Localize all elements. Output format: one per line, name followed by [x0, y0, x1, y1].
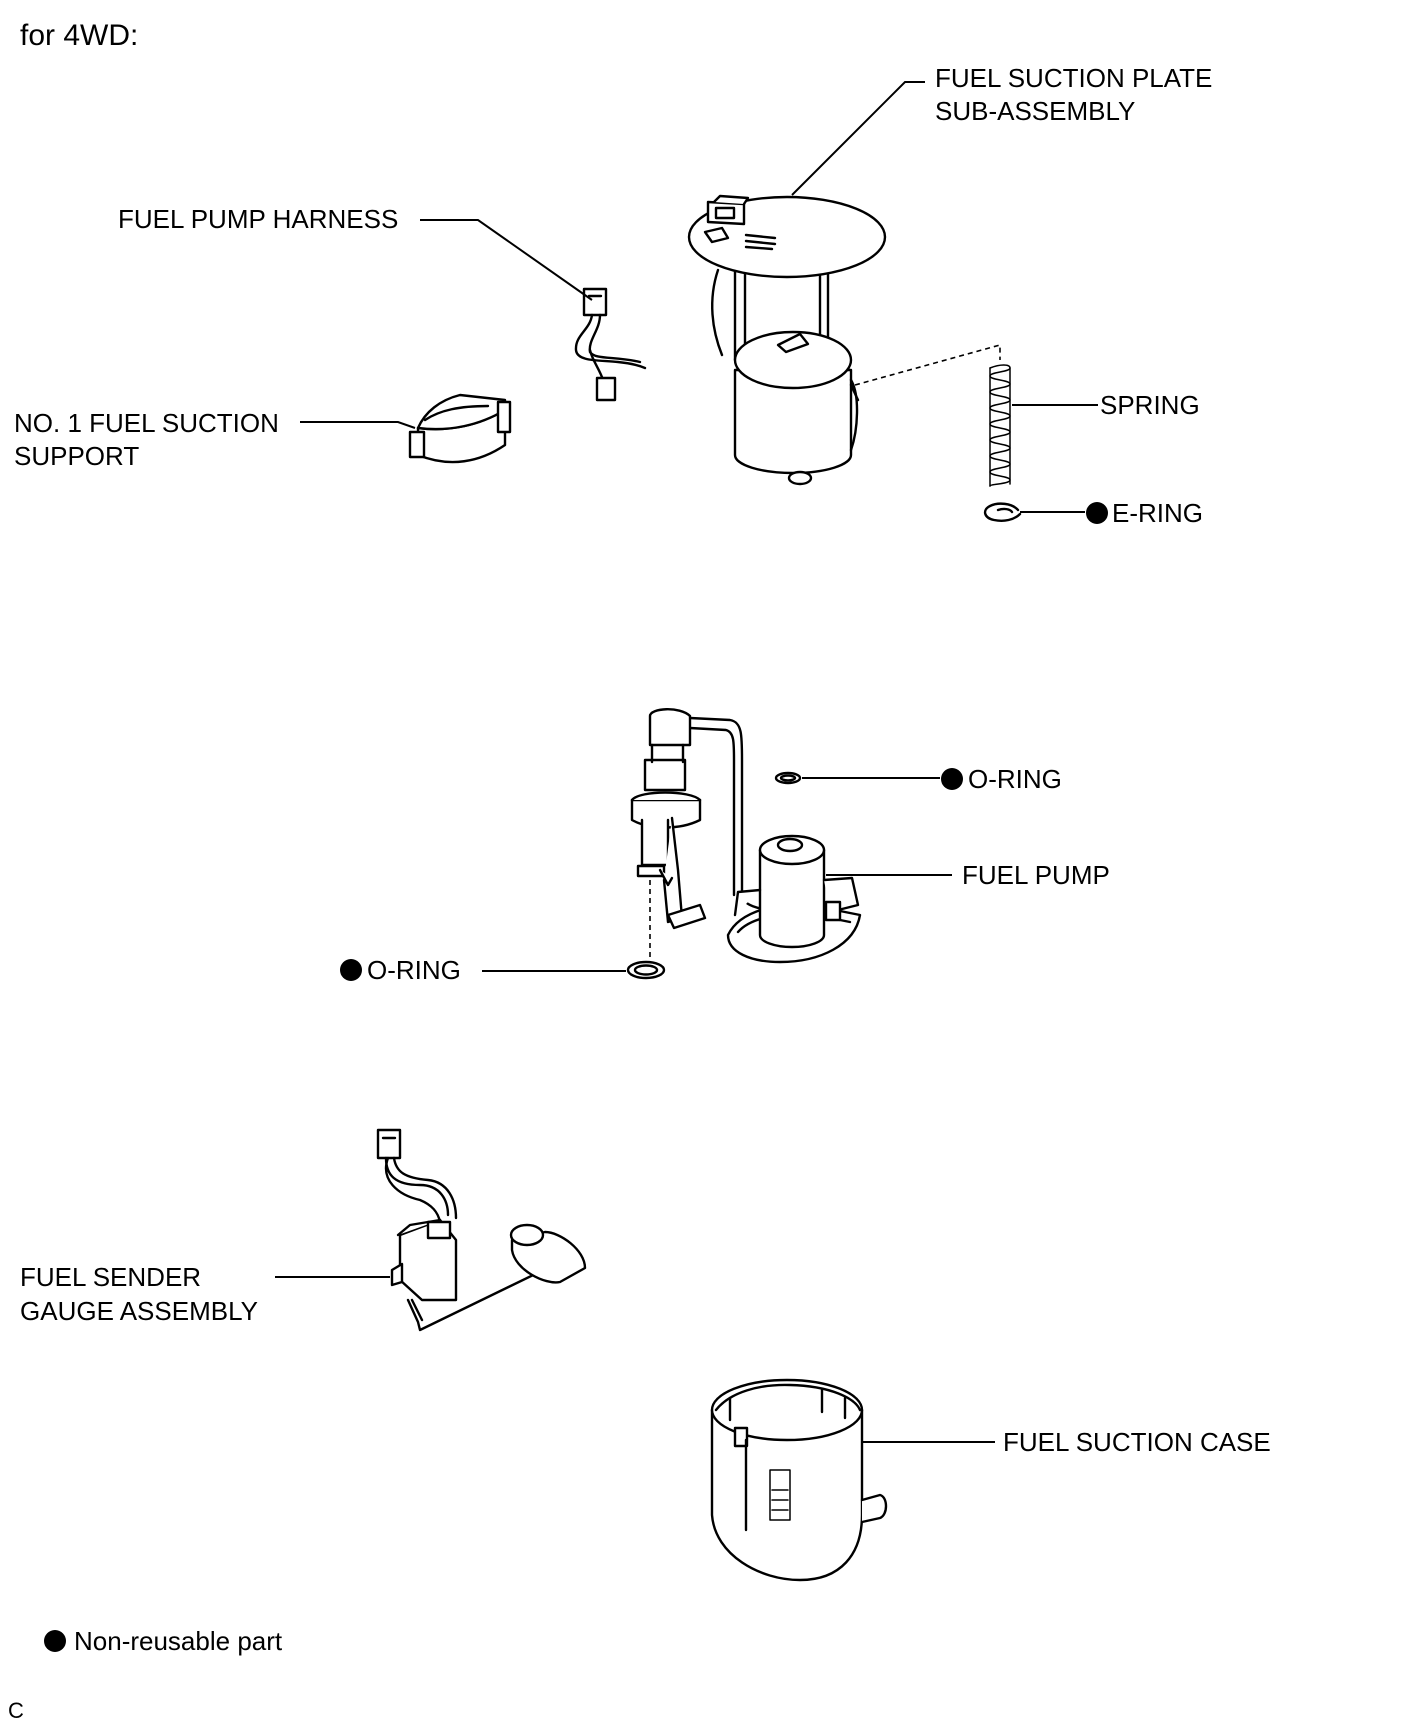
label-fuel-sender-gauge-line1: FUEL SENDER: [20, 1262, 201, 1292]
fuel-pump-harness-drawing: [574, 287, 647, 402]
legend-non-reusable-marker: [44, 1630, 66, 1652]
label-fuel-suction-plate-line1: FUEL SUCTION PLATE: [935, 63, 1212, 93]
no1-fuel-suction-support-drawing: [408, 393, 512, 464]
spring-alignment-dashed-line: [854, 343, 1001, 386]
label-fuel-pump: FUEL PUMP: [962, 860, 1110, 890]
label-spring: SPRING: [1100, 390, 1200, 420]
label-fuel-pump-harness: FUEL PUMP HARNESS: [118, 204, 398, 234]
spring-drawing: [989, 364, 1011, 487]
label-fuel-suction-case: FUEL SUCTION CASE: [1003, 1427, 1271, 1457]
label-fuel-sender-gauge-line2: GAUGE ASSEMBLY: [20, 1296, 258, 1326]
legend-non-reusable-text: Non-reusable part: [74, 1626, 283, 1656]
leader-harness: [420, 219, 593, 301]
leader-plate: [791, 81, 925, 196]
label-upper-o-ring: O-RING: [968, 764, 1062, 794]
leader-support: [300, 421, 416, 429]
upper-o-ring-drawing: [774, 771, 802, 785]
label-no1-fuel-suction-support-line1: NO. 1 FUEL SUCTION: [14, 408, 279, 438]
image-code: C: [8, 1698, 24, 1723]
label-fuel-suction-plate-line2: SUB-ASSEMBLY: [935, 96, 1135, 126]
fuel-suction-plate-sub-assembly-drawing: [687, 194, 887, 486]
lower-o-ring-drawing: [626, 960, 666, 980]
fuel-pump-bracket-drawing: [630, 708, 862, 964]
e-ring-drawing: [983, 502, 1022, 522]
non-reusable-marker-lower-o-ring: [340, 959, 362, 981]
label-lower-o-ring: O-RING: [367, 955, 461, 985]
label-e-ring: E-RING: [1112, 498, 1203, 528]
diagram-title: for 4WD:: [20, 19, 138, 52]
non-reusable-marker-e-ring: [1086, 502, 1108, 524]
non-reusable-marker-upper-o-ring: [941, 768, 963, 790]
fuel-sender-gauge-assembly-drawing: [376, 1128, 587, 1332]
fuel-suction-case-drawing: [710, 1378, 888, 1582]
label-no1-fuel-suction-support-line2: SUPPORT: [14, 441, 139, 471]
